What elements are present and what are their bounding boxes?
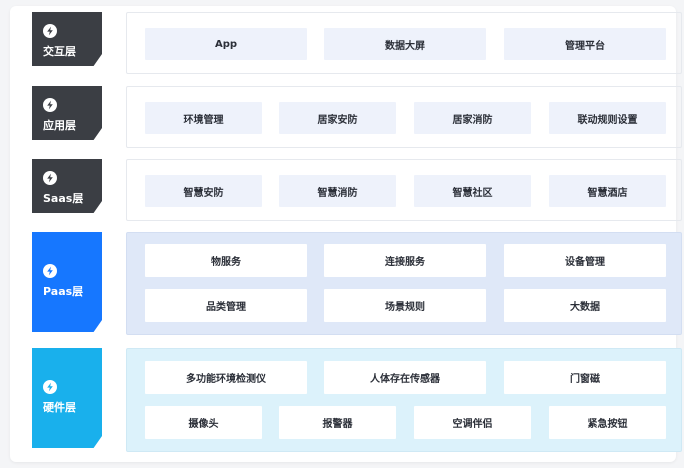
- layer-panel-saas: 智慧安防 智慧消防 智慧社区 智慧酒店: [126, 159, 682, 221]
- component-box: 品类管理: [145, 289, 307, 322]
- layer-panel-hardware: 多功能环境检测仪 人体存在传感器 门窗磁 摄像头 报警器 空调伴侣 紧急按钮: [126, 348, 682, 452]
- layer-label-paas: Paas层: [32, 232, 102, 332]
- component-box: 多功能环境检测仪: [145, 361, 307, 394]
- component-box: 紧急按钮: [549, 406, 666, 439]
- component-box: 数据大屏: [324, 28, 486, 60]
- component-box: 报警器: [279, 406, 396, 439]
- component-box: 门窗磁: [504, 361, 666, 394]
- layer-panel-interaction: App 数据大屏 管理平台: [126, 12, 682, 74]
- architecture-diagram: 交互层 App 数据大屏 管理平台 应用层 环境管理 居家安防 居家消防 联动规…: [10, 6, 682, 462]
- component-box: 连接服务: [324, 244, 486, 277]
- layer-label-application: 应用层: [32, 86, 102, 140]
- component-box: 设备管理: [504, 244, 666, 277]
- lightning-bolt-icon: [43, 98, 57, 112]
- layer-panel-paas: 物服务 连接服务 设备管理 品类管理 场景规则 大数据: [126, 232, 682, 335]
- component-box: 空调伴侣: [414, 406, 531, 439]
- lightning-bolt-icon: [43, 264, 57, 278]
- layer-label-hardware: 硬件层: [32, 348, 102, 448]
- layer-saas: Saas层 智慧安防 智慧消防 智慧社区 智慧酒店: [32, 159, 682, 221]
- component-box: 智慧酒店: [549, 175, 666, 207]
- layer-name: 交互层: [43, 45, 76, 58]
- layer-application: 应用层 环境管理 居家安防 居家消防 联动规则设置: [32, 86, 682, 148]
- component-box: App: [145, 28, 307, 60]
- component-box: 环境管理: [145, 102, 262, 134]
- layer-label-saas: Saas层: [32, 159, 102, 213]
- layer-name: Paas层: [43, 285, 84, 298]
- component-box: 场景规则: [324, 289, 486, 322]
- layer-paas: Paas层 物服务 连接服务 设备管理 品类管理 场景规则 大数据: [32, 232, 682, 335]
- component-box: 智慧社区: [414, 175, 531, 207]
- lightning-bolt-icon: [43, 380, 57, 394]
- component-box: 联动规则设置: [549, 102, 666, 134]
- component-box: 智慧消防: [279, 175, 396, 207]
- component-box: 管理平台: [504, 28, 666, 60]
- component-box: 人体存在传感器: [324, 361, 486, 394]
- layer-label-interaction: 交互层: [32, 12, 102, 66]
- component-box: 大数据: [504, 289, 666, 322]
- lightning-bolt-icon: [43, 171, 57, 185]
- layer-name: 硬件层: [43, 401, 76, 414]
- component-box: 居家安防: [279, 102, 396, 134]
- layer-name: 应用层: [43, 119, 76, 132]
- layer-name: Saas层: [43, 192, 84, 205]
- layer-interaction: 交互层 App 数据大屏 管理平台: [32, 12, 682, 74]
- component-box: 摄像头: [145, 406, 262, 439]
- component-box: 智慧安防: [145, 175, 262, 207]
- lightning-bolt-icon: [43, 24, 57, 38]
- component-box: 物服务: [145, 244, 307, 277]
- layer-hardware: 硬件层 多功能环境检测仪 人体存在传感器 门窗磁 摄像头 报警器 空调伴侣 紧急…: [32, 348, 682, 452]
- layer-panel-application: 环境管理 居家安防 居家消防 联动规则设置: [126, 86, 682, 148]
- component-box: 居家消防: [414, 102, 531, 134]
